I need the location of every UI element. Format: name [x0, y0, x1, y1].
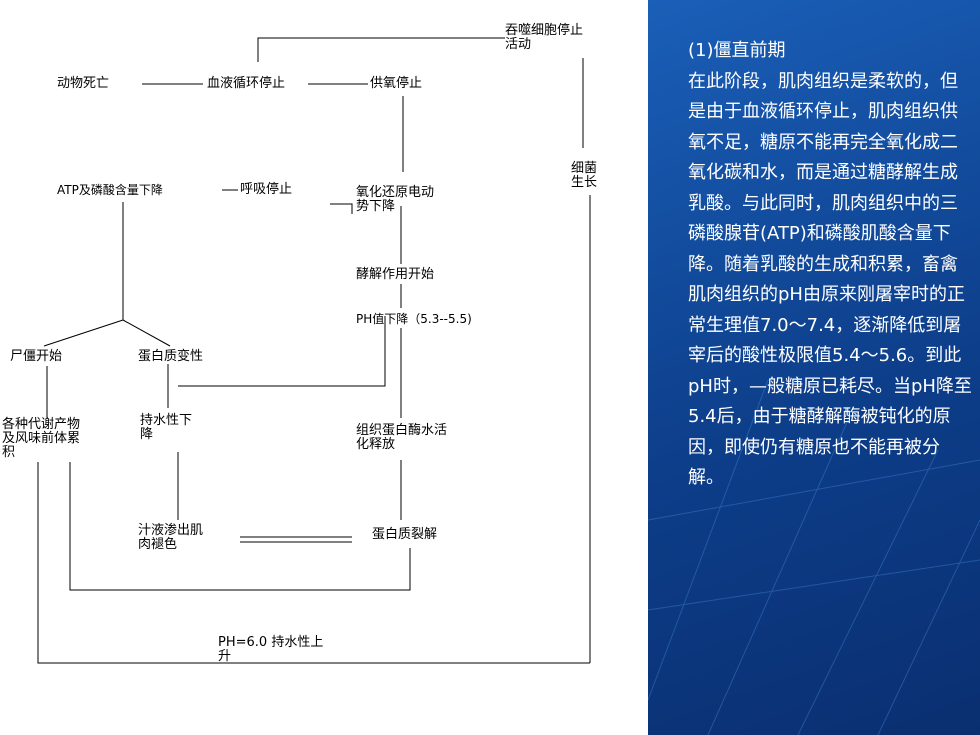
node-water-holding-decline: 持水性下 降 — [140, 413, 193, 442]
node-juice-exudation: 汁液渗出肌 肉褪色 — [138, 523, 204, 552]
node-circulation-stop: 血液循环停止 — [207, 76, 286, 91]
node-phagocyte-stop: 吞噬细胞停止 活动 — [505, 23, 584, 52]
panel-text: (1)僵直前期 在此阶段，肌肉组织是柔软的，但是由于血液循环停止，肌肉组织供氧不… — [688, 36, 972, 494]
pattern-line-1 — [648, 379, 769, 701]
connector-bottom-loop — [37, 462, 590, 664]
node-enzyme-release: 组织蛋白酶水活 化释放 — [356, 423, 448, 452]
node-protein-hydrolysis: 蛋白质裂解 — [372, 527, 438, 542]
panel-heading: (1)僵直前期 — [688, 40, 786, 61]
pattern-line-2 — [707, 419, 849, 735]
pattern-line-4 — [877, 519, 980, 735]
node-oxygen-stop: 供氧停止 — [370, 76, 423, 91]
node-rigor-start: 尸僵开始 — [10, 349, 63, 364]
node-respiration-stop: 呼吸停止 — [240, 182, 293, 197]
node-glycolysis-start: 酵解作用开始 — [356, 267, 435, 282]
node-ph6-water-holding-rise: PH=6.0 持水性上 升 — [218, 635, 324, 664]
connector-ph-denature — [178, 316, 386, 387]
connector-lines — [37, 37, 591, 664]
pattern-line-3 — [797, 449, 939, 735]
node-metabolite-accumulate: 各种代谢产物 及风味前体累 积 — [2, 417, 81, 460]
connector-circulation-phagocyte — [257, 37, 505, 62]
flow-diagram: 吞噬细胞停止 活动 动物死亡 血液循环停止 供氧停止 细菌 生长 ATP及磷酸含… — [2, 23, 598, 664]
node-redox-decline: 氧化还原电动 势下降 — [356, 185, 435, 214]
pattern-line-6 — [648, 559, 980, 611]
connector-tree-rigor — [43, 319, 124, 347]
node-animal-death: 动物死亡 — [57, 76, 110, 91]
node-ph-decline: PH值下降（5.3--5.5) — [356, 312, 472, 326]
node-atp-decline: ATP及磷酸含量下降 — [57, 183, 163, 197]
panel-paragraph: 在此阶段，肌肉组织是柔软的，但是由于血液循环停止，肌肉组织供氧不足，糖原不能再完… — [688, 70, 972, 489]
connector-respiration-redox — [330, 203, 353, 214]
pattern-line-5 — [648, 459, 980, 521]
panel-background-pattern — [648, 379, 980, 735]
connector-tree-denature — [122, 319, 171, 347]
node-protein-denature: 蛋白质变性 — [138, 349, 204, 364]
node-bacteria-growth: 细菌 生长 — [571, 161, 598, 190]
explanation-panel: (1)僵直前期 在此阶段，肌肉组织是柔软的，但是由于血液循环停止，肌肉组织供氧不… — [648, 0, 980, 735]
connector-hydrolysis-metabolites — [69, 462, 411, 591]
